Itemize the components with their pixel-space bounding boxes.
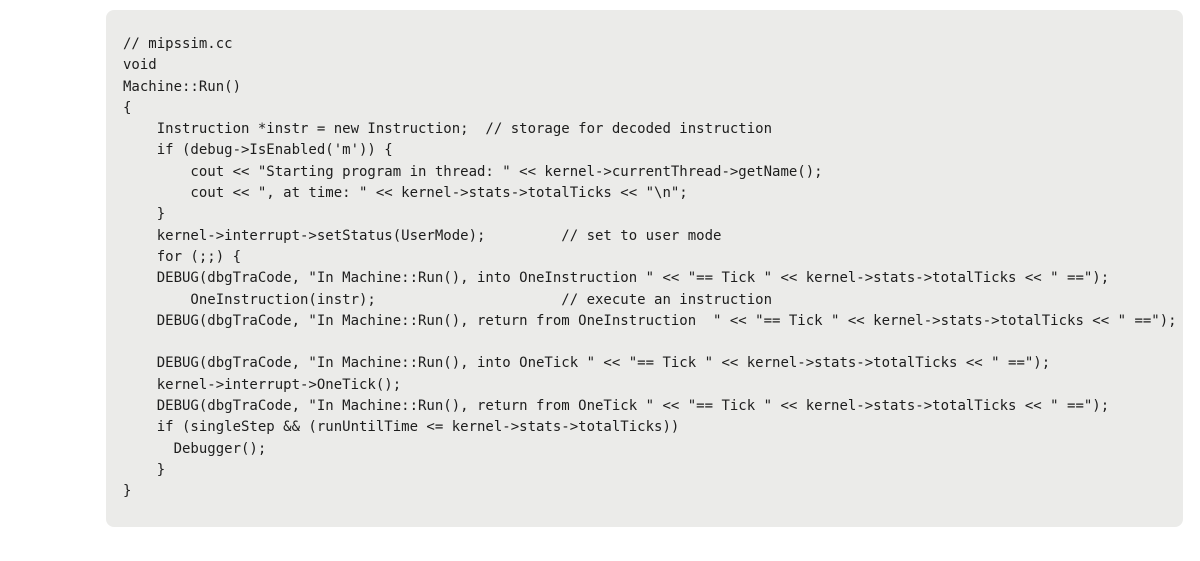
code-block: // mipssim.cc void Machine::Run() { Inst… bbox=[123, 36, 1177, 500]
code-card: // mipssim.cc void Machine::Run() { Inst… bbox=[106, 10, 1183, 527]
